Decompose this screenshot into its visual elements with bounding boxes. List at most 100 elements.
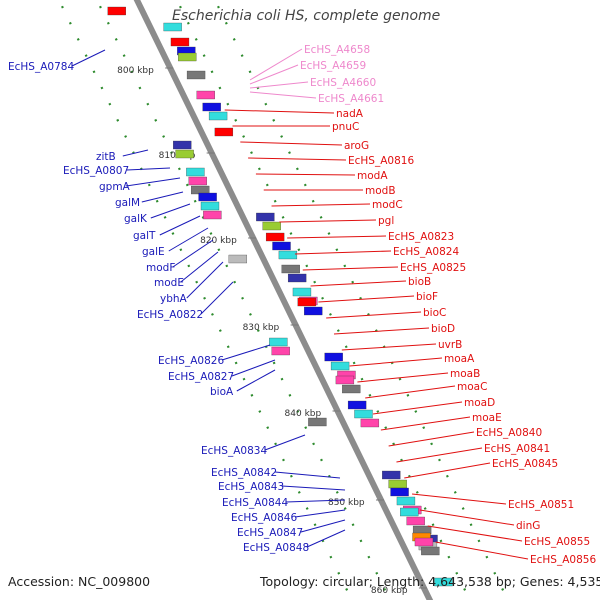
right-gene-label: modC [372,199,403,211]
left-label-leader [122,149,149,157]
right-label-leader [224,109,335,114]
right-gene-label: EcHS_A4661 [318,93,384,105]
left-gene-label: EcHS_A0846 [231,512,297,524]
left-label-leader [264,434,306,451]
right-label-leader [427,525,523,542]
gene-block [434,577,453,587]
gene-block [202,102,221,112]
accession-label: Accession: NC_009800 [8,574,151,589]
gene-block [297,297,316,307]
gene-block [262,221,281,231]
left-gene-label: modE [154,277,184,289]
gene-block [400,507,419,517]
gene-block [342,384,361,394]
right-label-leader [249,81,309,89]
right-gene-label: dinG [516,520,540,532]
right-label-leader [248,157,347,161]
right-label-leader [240,141,343,146]
right-label-leader [249,48,303,81]
gene-block [412,525,432,535]
right-gene-label: EcHS_A4660 [310,77,376,89]
gene-block [324,352,343,362]
gene-block [256,212,275,222]
left-label-leader [141,191,184,203]
right-gene-label: bioB [408,276,431,288]
left-gene-label: EcHS_A0843 [218,481,284,493]
gene-block [287,273,307,283]
gene-block [170,37,190,47]
gene-block [196,90,215,100]
right-gene-label: bioF [416,291,438,303]
right-gene-label: pnuC [332,121,359,133]
left-gene-label: galE [142,246,165,258]
left-gene-label: zitB [96,151,116,163]
right-label-leader [249,91,317,99]
left-label-leader [180,251,219,283]
gene-block [382,470,401,480]
gene-block [265,232,285,242]
gene-block [406,516,425,526]
gene-block [178,52,197,62]
right-label-leader [341,343,437,351]
left-gene-label: EcHS_A0807 [63,165,129,177]
left-gene-label: ybhA [160,293,188,305]
right-gene-label: aroG [344,140,369,152]
left-gene-label: gpmA [99,181,131,193]
left-label-leader [300,519,346,533]
left-label-leader [236,369,276,392]
gene-block [388,479,407,489]
gene-block [335,375,355,385]
right-label-leader [404,462,491,479]
right-gene-label: EcHS_A0845 [492,458,558,470]
gene-block [163,22,182,32]
right-label-leader [412,493,507,505]
right-label-leader [310,280,407,287]
right-label-leader [333,327,430,335]
gene-block [269,337,288,347]
gene-block [203,210,222,220]
left-gene-label: galK [124,213,148,225]
right-gene-label: moaC [457,381,487,393]
right-gene-label: EcHS_A4658 [304,44,370,56]
right-gene-label: EcHS_A4659 [300,60,366,72]
right-label-leader [255,173,356,176]
track-dots-2 [213,0,510,600]
left-gene-label: EcHS_A0784 [8,61,74,73]
gene-block [186,70,206,80]
left-label-leader [186,261,224,299]
scale-tick-label: 860 kbp [371,586,408,596]
gene-block [304,306,323,316]
left-gene-label: EcHS_A0822 [137,309,203,321]
right-gene-label: EcHS_A0856 [530,554,596,566]
left-gene-label: EcHS_A0847 [237,527,303,539]
right-gene-label: EcHS_A0851 [508,499,574,511]
scale-tick-label: 820 kbp [200,236,237,246]
right-gene-label: moaA [444,353,475,365]
left-gene-label: EcHS_A0826 [158,355,224,367]
gene-block [281,264,300,274]
left-label-leader [231,359,276,377]
right-gene-label: EcHS_A0841 [484,443,550,455]
right-label-leader [396,447,483,463]
right-label-leader [365,385,456,399]
right-label-leader [249,64,299,85]
right-label-leader [318,295,415,303]
left-gene-label: EcHS_A0848 [243,542,309,554]
right-label-leader [287,235,387,239]
right-gene-label: uvrB [438,339,462,351]
right-gene-label: EcHS_A0823 [388,231,454,243]
left-label-leader [172,239,214,268]
gene-block [228,254,248,264]
gene-block [421,546,440,556]
right-label-leader [349,357,443,367]
right-gene-label: EcHS_A0824 [393,246,459,258]
right-gene-label: EcHS_A0816 [348,155,414,167]
gene-block [198,192,217,202]
right-label-leader [380,416,471,431]
right-gene-label: moaD [464,397,495,409]
left-gene-label: EcHS_A0827 [168,371,234,383]
right-label-leader [435,541,529,560]
left-label-leader [294,509,346,518]
